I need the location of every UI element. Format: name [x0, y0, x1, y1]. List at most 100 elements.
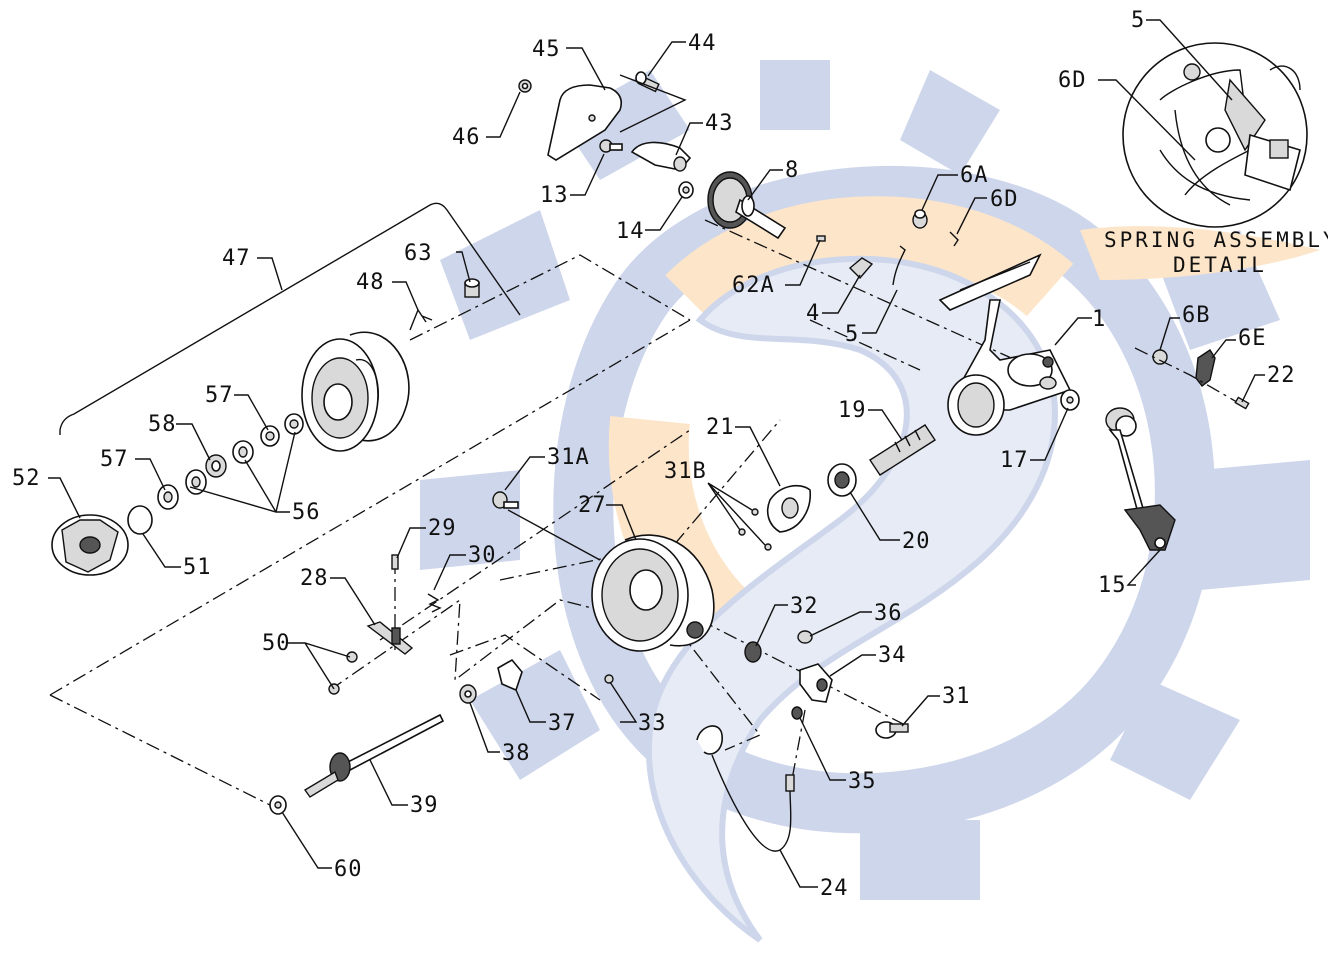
part-31A-leader	[507, 509, 601, 561]
part-36-nut	[797, 630, 813, 644]
callout-4: 4	[806, 301, 820, 326]
part-15-handle	[1105, 407, 1176, 551]
callout-1: 1	[1092, 307, 1106, 332]
callout-15: 15	[1098, 573, 1127, 598]
part-6B-washer	[1152, 349, 1168, 365]
callout-36: 36	[874, 601, 903, 626]
part-46-screw	[518, 79, 532, 93]
callout-46: 46	[452, 125, 481, 150]
callout-6B: 6B	[1182, 303, 1211, 328]
callout-51: 51	[183, 555, 212, 580]
part-38-washer	[459, 684, 477, 704]
callout-57a: 57	[100, 447, 129, 472]
part-37-cam	[497, 658, 523, 692]
callout-17: 17	[1000, 448, 1029, 473]
callout-6E: 6E	[1238, 326, 1267, 351]
part-27-rotor	[591, 534, 715, 652]
part-21-plate	[766, 484, 811, 533]
part-31-screw	[875, 721, 909, 739]
callout-31A: 31A	[547, 445, 590, 470]
callout-22: 22	[1267, 363, 1296, 388]
callout-27: 27	[578, 493, 607, 518]
callout-45: 45	[532, 37, 561, 62]
part-30-spring	[427, 593, 442, 613]
part-60-washer	[269, 795, 287, 815]
part-39-main-shaft	[303, 713, 445, 798]
part-14-washer	[678, 181, 694, 199]
part-13-screw	[599, 139, 623, 153]
callout-63: 63	[404, 241, 433, 266]
callout-28: 28	[300, 566, 329, 591]
part-5-spring	[892, 245, 906, 286]
callout-14: 14	[616, 219, 645, 244]
part-35-screw	[791, 706, 803, 720]
part-6E-lever	[1195, 349, 1216, 387]
part-6D-spring	[949, 231, 959, 247]
detail-title-line2: DETAIL	[1173, 253, 1267, 277]
part-33-screw	[604, 674, 614, 684]
callout-48: 48	[356, 270, 385, 295]
callout-56: 56	[292, 500, 321, 525]
part-43-bail-arm	[630, 141, 692, 172]
detail-callout-5: 5	[1131, 8, 1145, 33]
callout-44: 44	[688, 31, 717, 56]
part-1-reel-body	[938, 253, 1072, 436]
part-31A-screw	[492, 491, 519, 509]
callout-62A: 62A	[732, 273, 775, 298]
part-20-bearing	[827, 463, 857, 497]
callout-34: 34	[878, 643, 907, 668]
callout-6D: 6D	[990, 187, 1019, 212]
detail-title-line1: SPRING ASSEMBLY	[1104, 228, 1328, 252]
spring-assembly-detail: SPRING ASSEMBLY DETAIL 5 6D	[1058, 8, 1328, 277]
part-19-pinion	[869, 424, 936, 476]
part-29-pin	[391, 554, 399, 570]
part-62A-pin	[816, 235, 826, 242]
callout-6A: 6A	[960, 163, 989, 188]
part-32-roller	[744, 641, 762, 663]
part-22-screw	[1234, 396, 1250, 410]
callout-38: 38	[502, 741, 531, 766]
callout-30: 30	[468, 543, 497, 568]
callout-52: 52	[12, 466, 41, 491]
callout-35: 35	[848, 769, 877, 794]
part-52-drag-knob	[51, 514, 129, 576]
part-8-main-gear	[707, 171, 787, 240]
callout-24: 24	[820, 876, 849, 901]
callout-39: 39	[410, 793, 439, 818]
leader-lines	[48, 41, 1265, 888]
part-31B-screws	[738, 508, 772, 551]
callout-32: 32	[790, 594, 819, 619]
callout-19: 19	[838, 398, 867, 423]
part-22-axis	[1134, 347, 1243, 406]
detail-callout-6D: 6D	[1058, 68, 1087, 93]
part-17-washer	[1060, 389, 1080, 411]
part-6A-bushing	[912, 209, 928, 229]
part-34-bail-arm	[799, 663, 833, 703]
callout-5: 5	[845, 322, 859, 347]
part-50-screws	[328, 651, 358, 695]
callout-21: 21	[706, 415, 735, 440]
callout-20: 20	[902, 529, 931, 554]
part-28-lever	[366, 621, 414, 655]
callout-33: 33	[638, 711, 667, 736]
spool-assembly-bracket	[59, 202, 521, 435]
callout-57b: 57	[205, 383, 234, 408]
callout-31: 31	[942, 684, 971, 709]
part-washers-56-57-58	[157, 413, 304, 510]
callout-43: 43	[705, 111, 734, 136]
part-44-leader	[619, 74, 687, 133]
part-4-trip-lever	[848, 257, 874, 280]
callout-60: 60	[334, 857, 363, 882]
callout-8: 8	[785, 158, 799, 183]
callout-58: 58	[148, 412, 177, 437]
part-48-spring	[409, 308, 433, 331]
callout-31B: 31B	[664, 459, 707, 484]
part-63-screw	[464, 278, 480, 298]
part-51-clip	[127, 505, 153, 535]
callout-37: 37	[548, 711, 577, 736]
callout-29: 29	[428, 516, 457, 541]
callout-50: 50	[262, 631, 291, 656]
part-45-side-cover	[547, 84, 623, 161]
part-24-bail-wire	[696, 725, 795, 852]
